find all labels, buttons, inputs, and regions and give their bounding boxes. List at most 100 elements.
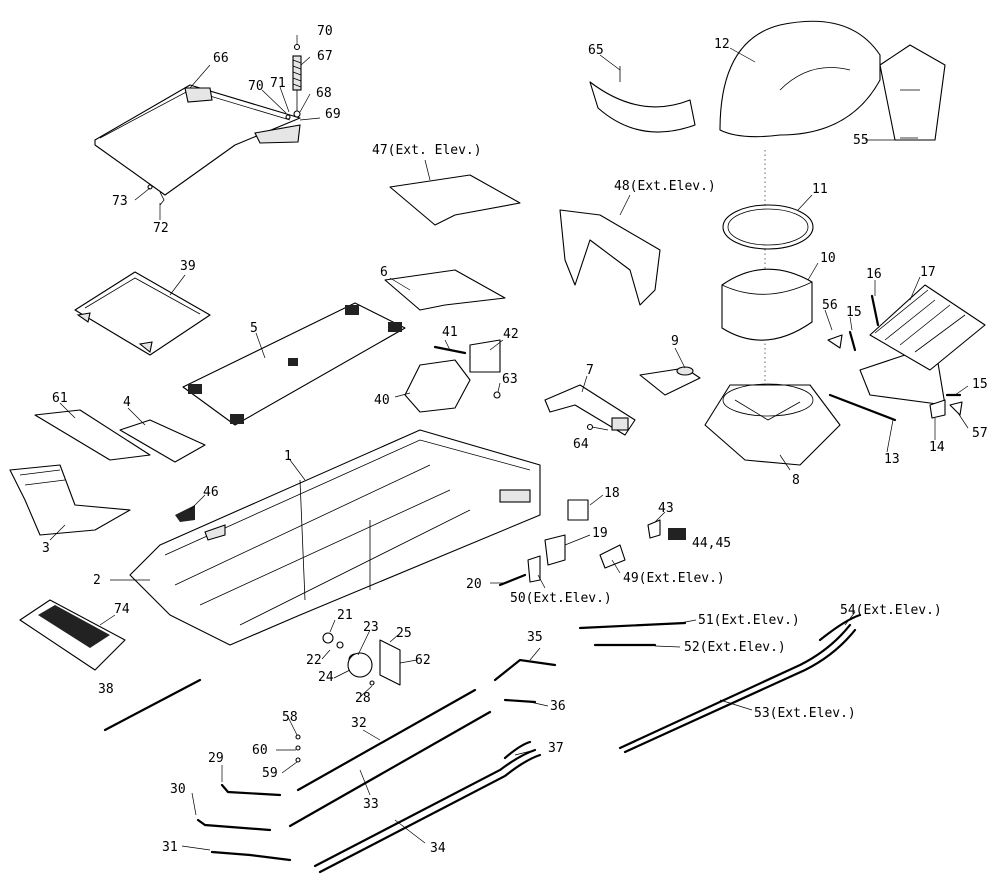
callout-24: 24 xyxy=(318,670,334,685)
callout-64: 64 xyxy=(573,437,589,452)
part-67-spring-assembly xyxy=(285,43,302,120)
callout-21: 21 xyxy=(337,608,353,623)
callout-5: 5 xyxy=(250,321,258,336)
part-20-bolt xyxy=(498,573,527,587)
callout-51: 51(Ext.Elev.) xyxy=(698,613,800,628)
part-36-rail xyxy=(503,698,537,704)
part-42-plate xyxy=(469,339,501,373)
part-38-rod xyxy=(103,678,202,732)
part-50-bracket xyxy=(527,555,541,583)
callout-48: 48(Ext.Elev.) xyxy=(614,179,716,194)
callout-7: 7 xyxy=(586,363,594,378)
callout-22: 22 xyxy=(306,653,322,668)
callout-58: 58 xyxy=(282,710,298,725)
part-8-hopper-base xyxy=(704,383,841,466)
callout-10: 10 xyxy=(820,251,836,266)
callout-59: 59 xyxy=(262,766,278,781)
callout-17: 17 xyxy=(920,265,936,280)
part-64-pin xyxy=(586,423,594,431)
part-34-rail xyxy=(313,748,537,868)
callout-28: 28 xyxy=(355,691,371,706)
callout-63: 63 xyxy=(502,372,518,387)
part-5-floor-plate xyxy=(182,302,406,426)
part-53-rail xyxy=(618,623,852,750)
part-37-rail xyxy=(503,740,532,760)
part-44-45-block xyxy=(668,528,686,540)
callout-40: 40 xyxy=(374,393,390,408)
callout-38: 38 xyxy=(98,682,114,697)
part-66-top-cover xyxy=(94,84,301,196)
part-74-drum xyxy=(19,599,126,671)
callout-19: 19 xyxy=(592,526,608,541)
part-39-plate xyxy=(74,271,211,356)
part-65-curved-band xyxy=(589,66,696,133)
callout-29: 29 xyxy=(208,751,224,766)
part-29-rail xyxy=(220,783,282,797)
callout-34: 34 xyxy=(430,841,446,856)
part-40-housing xyxy=(404,359,471,413)
leader-lines xyxy=(49,35,969,851)
part-19-bracket xyxy=(544,534,566,566)
part-7-bracket xyxy=(544,384,636,436)
callout-15-left: 15 xyxy=(846,305,862,320)
part-33-rail xyxy=(288,710,492,828)
callout-44-45: 44,45 xyxy=(692,536,731,551)
callout-13: 13 xyxy=(884,452,900,467)
callout-60: 60 xyxy=(252,743,268,758)
callout-62: 62 xyxy=(415,653,431,668)
callout-labels: 66 70 67 70 71 68 69 73 72 47(Ext. Elev.… xyxy=(42,24,988,856)
part-63-pin xyxy=(493,391,501,399)
callout-32: 32 xyxy=(351,716,367,731)
part-12-dome xyxy=(719,20,881,138)
callout-74: 74 xyxy=(114,602,130,617)
callout-55: 55 xyxy=(853,133,869,148)
part-48-shroud xyxy=(559,209,661,306)
part-11-ring xyxy=(722,204,814,250)
callout-18: 18 xyxy=(604,486,620,501)
callout-31: 31 xyxy=(162,840,178,855)
callout-42: 42 xyxy=(503,327,519,342)
part-55-flap xyxy=(879,44,946,141)
callout-67: 67 xyxy=(317,49,333,64)
part-32-rail xyxy=(296,688,477,792)
callout-52: 52(Ext.Elev.) xyxy=(684,640,786,655)
part-3-spout xyxy=(9,464,131,536)
callout-41: 41 xyxy=(442,325,458,340)
callout-72: 72 xyxy=(153,221,169,236)
part-6-plate xyxy=(384,269,506,311)
callout-16: 16 xyxy=(866,267,882,282)
part-54-rail xyxy=(818,613,862,642)
part-31-rail xyxy=(210,850,292,862)
part-18-plate xyxy=(567,499,589,521)
part-13-17-hopper-side xyxy=(827,284,986,422)
callout-68: 68 xyxy=(316,86,332,101)
callout-36: 36 xyxy=(550,699,566,714)
callout-12: 12 xyxy=(714,37,730,52)
callout-71: 71 xyxy=(270,76,286,91)
part-9-fitting xyxy=(639,366,701,396)
part-58-60-fasteners xyxy=(295,734,301,763)
callout-61: 61 xyxy=(52,391,68,406)
part-30-rail xyxy=(196,818,272,832)
callout-56: 56 xyxy=(822,298,838,313)
callout-8: 8 xyxy=(792,473,800,488)
callout-70: 70 xyxy=(248,79,264,94)
callout-4: 4 xyxy=(123,395,131,410)
callout-1: 1 xyxy=(284,449,292,464)
callout-11: 11 xyxy=(812,182,828,197)
callout-3: 3 xyxy=(42,541,50,556)
callout-57: 57 xyxy=(972,426,988,441)
callout-9: 9 xyxy=(671,334,679,349)
callout-50: 50(Ext.Elev.) xyxy=(510,591,612,606)
part-53-rail-inner xyxy=(623,628,857,754)
callout-47: 47(Ext. Elev.) xyxy=(372,143,482,158)
part-10-band xyxy=(721,268,813,341)
part-34-rail-inner xyxy=(318,753,542,874)
callout-33: 33 xyxy=(363,797,379,812)
part-72-73-fasteners xyxy=(147,184,165,206)
callout-70-top: 70 xyxy=(317,24,333,39)
callout-30: 30 xyxy=(170,782,186,797)
callout-54: 54(Ext.Elev.) xyxy=(840,603,942,618)
part-1-2-main-frame xyxy=(129,429,541,646)
